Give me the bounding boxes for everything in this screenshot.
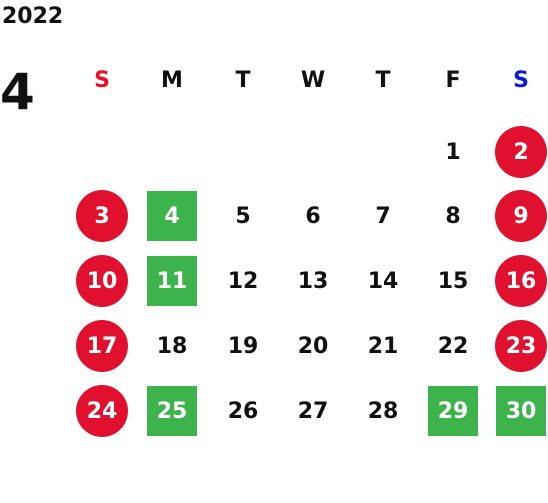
day-cell-6[interactable]: 6 <box>305 203 321 229</box>
day-cell-10[interactable]: 10 <box>76 255 128 307</box>
day-cell-13[interactable]: 13 <box>297 268 329 294</box>
day-cell-17[interactable]: 17 <box>76 320 128 372</box>
day-cell-24[interactable]: 24 <box>76 385 128 437</box>
month-label: 4 <box>0 63 35 121</box>
day-cell-18[interactable]: 18 <box>156 333 188 359</box>
day-cell-4[interactable]: 4 <box>147 191 197 241</box>
weekday-thu: T <box>375 68 391 93</box>
day-cell-28[interactable]: 28 <box>367 398 399 424</box>
day-cell-30[interactable]: 30 <box>496 386 546 436</box>
day-cell-21[interactable]: 21 <box>367 333 399 359</box>
day-cell-25[interactable]: 25 <box>147 386 197 436</box>
day-cell-20[interactable]: 20 <box>297 333 329 359</box>
day-cell-8[interactable]: 8 <box>445 203 461 229</box>
day-cell-14[interactable]: 14 <box>367 268 399 294</box>
weekday-fri: F <box>445 68 461 93</box>
day-cell-15[interactable]: 15 <box>437 268 469 294</box>
day-cell-27[interactable]: 27 <box>297 398 329 424</box>
weekday-sat: S <box>513 68 529 93</box>
day-cell-3[interactable]: 3 <box>76 190 128 242</box>
weekday-wed: W <box>300 68 326 93</box>
day-cell-12[interactable]: 12 <box>227 268 259 294</box>
day-cell-2[interactable]: 2 <box>495 126 547 178</box>
day-cell-11[interactable]: 11 <box>147 256 197 306</box>
day-cell-26[interactable]: 26 <box>227 398 259 424</box>
day-cell-1[interactable]: 1 <box>445 139 461 165</box>
day-cell-22[interactable]: 22 <box>437 333 469 359</box>
day-cell-16[interactable]: 16 <box>495 255 547 307</box>
day-cell-5[interactable]: 5 <box>235 203 251 229</box>
day-cell-29[interactable]: 29 <box>428 386 478 436</box>
day-cell-19[interactable]: 19 <box>227 333 259 359</box>
day-cell-23[interactable]: 23 <box>495 320 547 372</box>
day-cell-9[interactable]: 9 <box>495 190 547 242</box>
weekday-tue: T <box>235 68 251 93</box>
day-cell-7[interactable]: 7 <box>375 203 391 229</box>
year-label: 2022 <box>2 4 64 29</box>
weekday-sun: S <box>94 68 110 93</box>
weekday-mon: M <box>161 68 183 93</box>
